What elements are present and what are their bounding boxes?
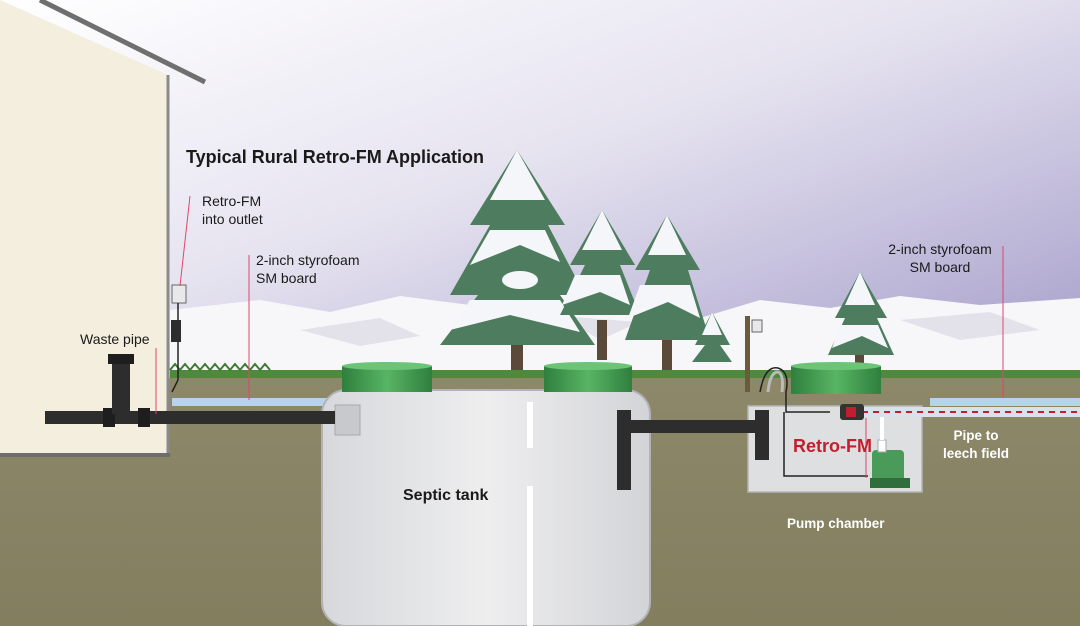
septic-tank (321, 389, 651, 626)
leech-field-pipe (840, 404, 1080, 420)
diagram-title: Typical Rural Retro-FM Application (186, 147, 485, 167)
label-pointers (155, 195, 1004, 478)
styrofoam-right-label: 2-inch styrofoam SM board (888, 241, 992, 275)
tree-4 (692, 312, 732, 362)
tree-1 (440, 150, 595, 370)
tree-5 (828, 272, 894, 370)
house (0, 0, 207, 457)
styrofoam-board-left (172, 398, 330, 406)
tree-2 (560, 210, 640, 360)
styrofoam-left-label: 2-inch styrofoam SM board (256, 252, 360, 286)
waste-pipe (45, 354, 335, 427)
styrofoam-board-right (930, 398, 1080, 406)
retro-fm-product-label: Retro-FM (793, 436, 872, 456)
outlet-pipe (617, 410, 769, 490)
retro-fm-outlet-label: Retro-FM into outlet (202, 193, 263, 227)
septic-tank-label: Septic tank (403, 487, 489, 504)
tank-lids (342, 362, 881, 394)
waste-pipe-label: Waste pipe (80, 331, 150, 347)
controller-wiring (171, 284, 830, 413)
snowy-trees (440, 150, 894, 370)
pump-chamber-label: Pump chamber (787, 516, 885, 531)
leech-field-label: Pipe to leech field (942, 428, 1010, 461)
tree-3 (625, 215, 710, 370)
